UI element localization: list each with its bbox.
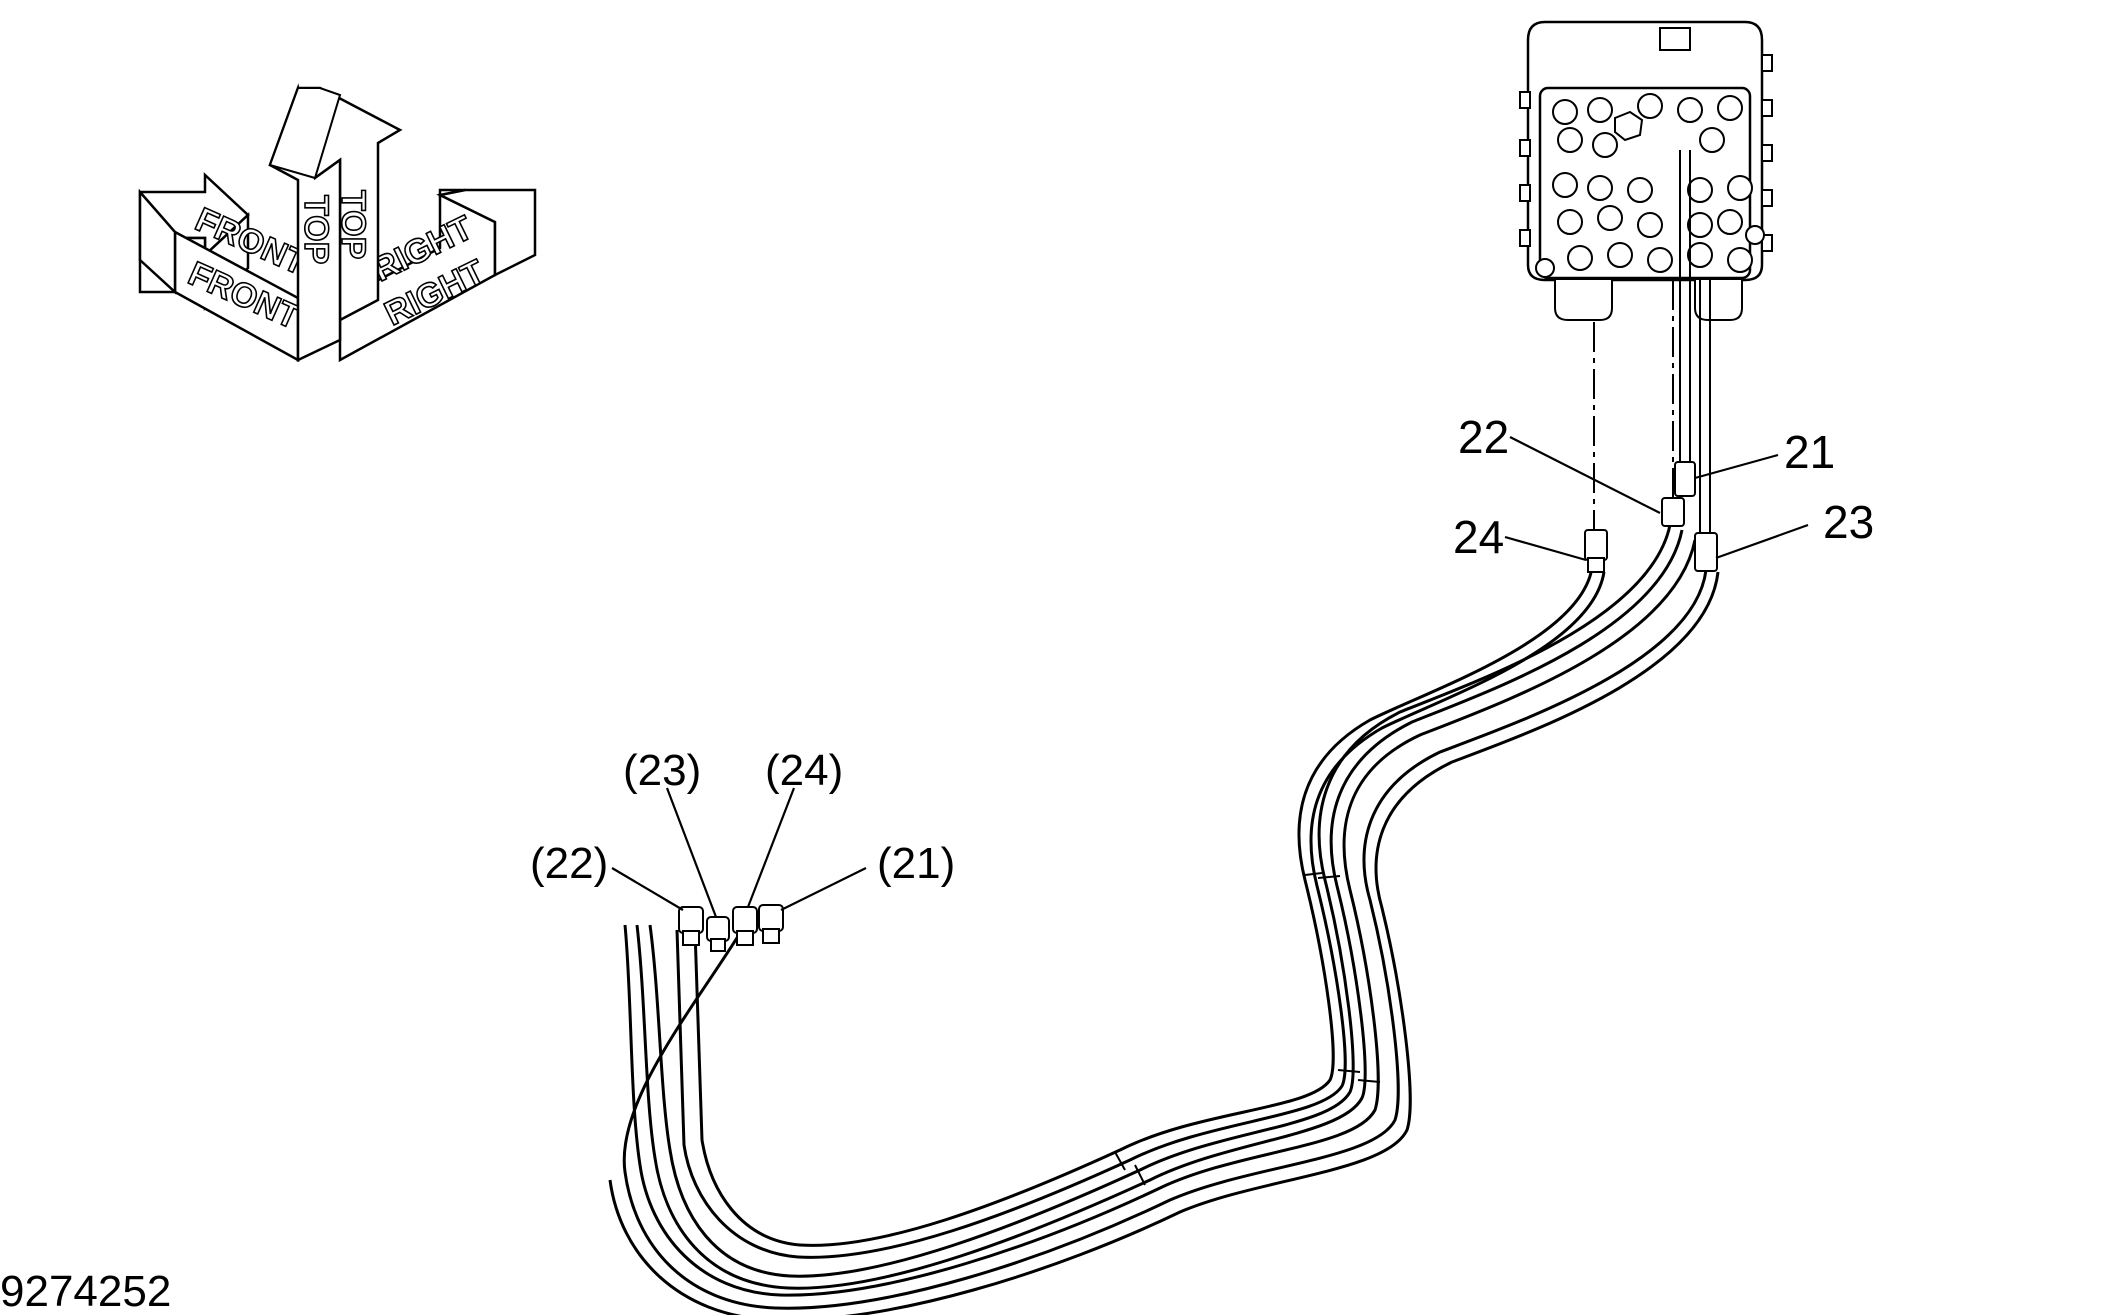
hose-joints: [1114, 872, 1381, 1186]
hose-bundle: [608, 524, 1720, 1315]
top-label-right: TOP: [334, 190, 372, 259]
callout-23: 23: [1823, 496, 1874, 548]
fitting-21: [1674, 461, 1696, 497]
valve-side-tabs: [1519, 54, 1773, 252]
top-label-left: TOP: [297, 195, 335, 264]
callout-end-24: (24): [765, 746, 843, 795]
end-fittings: [678, 904, 784, 952]
callout-end-21: (21): [877, 839, 955, 888]
orientation-symbol: FRONT FRONT RIGHT RIGHT TOP TOP: [138, 83, 537, 363]
callout-end-23: (23): [623, 746, 701, 795]
callout-end-22: (22): [530, 839, 608, 888]
figure-number: 9274252: [0, 1267, 171, 1315]
callout-22: 22: [1458, 411, 1509, 463]
hose-23-edge: [608, 571, 1720, 1315]
fitting-24: [1584, 529, 1608, 573]
fitting-23: [1694, 532, 1718, 572]
fitting-22: [1661, 497, 1685, 527]
end-fitting-21: [758, 904, 784, 944]
hose-22-edge: [635, 529, 1684, 1290]
control-valve: [1519, 20, 1773, 321]
hose-24: [693, 567, 1594, 1247]
hose-22: [648, 524, 1672, 1278]
leader-lines: [611, 436, 1809, 918]
end-fitting-23: [706, 916, 730, 952]
end-fitting-22: [678, 906, 704, 946]
front-arrow: FRONT FRONT: [138, 172, 313, 363]
valve-bolts: [1535, 93, 1765, 278]
hose-23: [622, 569, 1708, 1310]
callout-21: 21: [1784, 426, 1835, 478]
top-arrow: TOP TOP: [268, 83, 403, 362]
callout-24: 24: [1453, 511, 1504, 563]
hose-24-edge: [675, 571, 1606, 1259]
end-fitting-24: [732, 906, 758, 946]
valve-bottom-ports: [1554, 280, 1743, 321]
hose-21: [623, 539, 1697, 1297]
